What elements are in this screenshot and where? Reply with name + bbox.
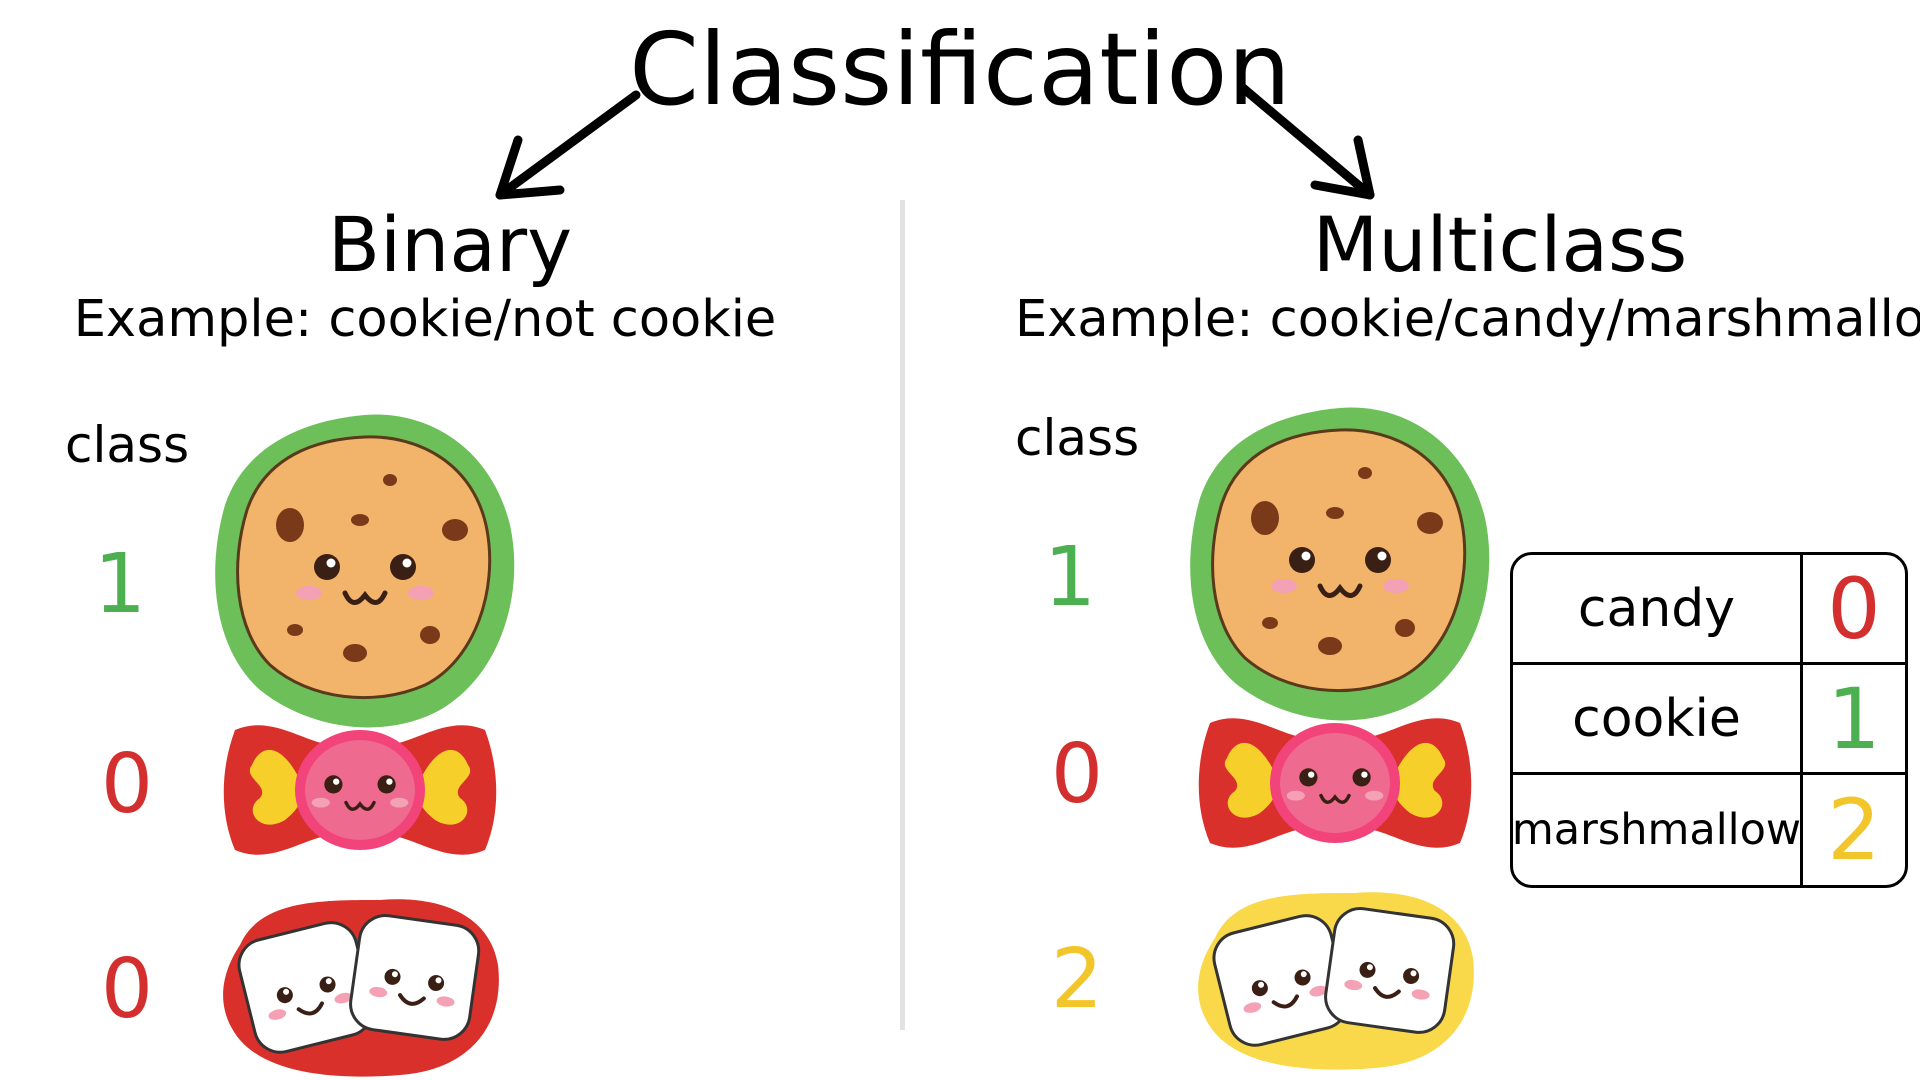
section-divider <box>900 200 905 1030</box>
cookie-icon <box>215 415 515 715</box>
multiclass-class-value-cookie: 1 <box>1043 530 1097 625</box>
legend-label-marshmallow: marshmallow <box>1513 775 1803 885</box>
page-title: Classification <box>629 11 1291 128</box>
class-legend-table: candy 0 cookie 1 marshmallow 2 <box>1510 552 1908 888</box>
legend-label-candy: candy <box>1513 555 1803 665</box>
marshmallow-icon <box>220 895 500 1075</box>
multiclass-class-label: class <box>1015 409 1140 467</box>
arrow-left-icon <box>495 90 641 200</box>
arrow-right-icon <box>1238 83 1375 200</box>
multiclass-class-value-candy: 0 <box>1050 727 1104 822</box>
legend-label-cookie: cookie <box>1513 665 1803 775</box>
multiclass-subtitle: Example: cookie/candy/marshmallow <box>1015 290 1920 349</box>
binary-class-value-marshmallow: 0 <box>100 942 154 1037</box>
multiclass-class-value-marshmallow: 2 <box>1050 932 1104 1027</box>
legend-value-marshmallow: 2 <box>1827 781 1881 879</box>
legend-value-candy: 0 <box>1803 555 1905 665</box>
candy-icon <box>225 715 495 865</box>
binary-class-value-cookie: 1 <box>93 537 147 632</box>
binary-class-label: class <box>65 416 190 474</box>
candy-icon <box>1200 708 1470 858</box>
cookie-icon <box>1190 408 1490 708</box>
binary-subtitle: Example: cookie/not cookie <box>73 290 777 349</box>
marshmallow-icon <box>1195 888 1475 1068</box>
binary-heading: Binary <box>327 200 573 289</box>
multiclass-heading: Multiclass <box>1312 200 1688 289</box>
binary-class-value-candy: 0 <box>100 737 154 832</box>
legend-value-cookie: 1 <box>1803 665 1905 775</box>
